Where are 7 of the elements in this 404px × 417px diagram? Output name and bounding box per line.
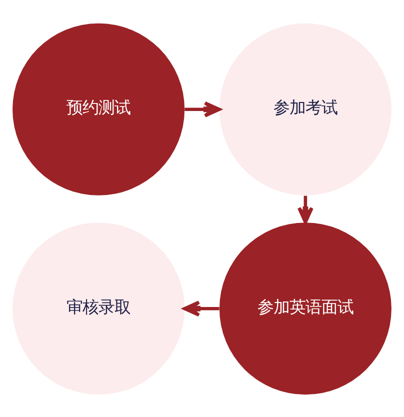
node-circle: 预约测试: [12, 22, 185, 195]
arrow: [183, 300, 220, 316]
arrow: [297, 195, 314, 224]
node-circle: 审核录取: [12, 222, 185, 394]
node-circle: 参加考试: [219, 22, 392, 195]
node-circle: 参加英语面试: [219, 222, 392, 394]
arrow: [184, 100, 221, 117]
